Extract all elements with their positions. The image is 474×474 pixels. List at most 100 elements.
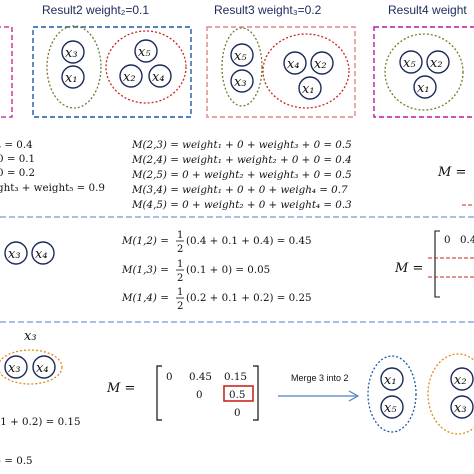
left-equation-4: ght₃ + weight₅ = 0.9 — [0, 182, 105, 194]
svg-text:0.5: 0.5 — [229, 389, 245, 401]
result4-box — [373, 26, 474, 118]
merge-label: Merge 3 into 2 — [291, 373, 349, 383]
left-equation-3: 0 = 0.2 — [0, 167, 35, 179]
svg-text:x₄: x₄ — [35, 247, 48, 262]
svg-text:1: 1 — [177, 259, 183, 270]
svg-text:x₄: x₄ — [36, 361, 49, 376]
right-matrix-label-top: M = — [437, 165, 466, 180]
merged-cluster-x3-x4 — [0, 349, 63, 385]
svg-text:x₄: x₄ — [287, 57, 300, 72]
pairwise-equation-m23: M(2,3) = weight₁ + 0 + weight₃ + 0 = 0.5 — [131, 139, 352, 151]
node-x4: x₄ — [283, 51, 307, 75]
left-equation-2: 0 = 0.1 — [0, 153, 35, 165]
node-x2: x₂ — [119, 64, 143, 88]
result2-cluster-right — [105, 30, 187, 104]
node-x3: x₃ — [230, 69, 254, 93]
left-equation-1: ₄ = 0.4 — [0, 139, 33, 151]
result3-box — [206, 26, 356, 118]
svg-text:x₅: x₅ — [234, 49, 247, 64]
svg-text:0: 0 — [196, 389, 203, 401]
svg-text:x₃: x₃ — [454, 401, 467, 416]
svg-text:0: 0 — [166, 371, 173, 383]
node-x1: x₁ — [298, 76, 322, 100]
svg-text:x₁: x₁ — [65, 71, 78, 86]
svg-text:x₂: x₂ — [430, 56, 443, 71]
svg-text:x₁: x₁ — [417, 81, 430, 96]
svg-text:x₅: x₅ — [403, 56, 416, 71]
result3-cluster-right — [262, 33, 350, 109]
pairwise-equation-m24: M(2,4) = weight₁ + weight₂ + 0 + 0 = 0.4 — [131, 154, 352, 166]
svg-text:1: 1 — [177, 287, 183, 298]
result2-cluster-left — [46, 25, 102, 109]
svg-text:2: 2 — [177, 301, 183, 312]
right-partial-matrix: M = 0 0.4 — [394, 230, 474, 298]
node-x3: x₃ — [4, 241, 28, 265]
result4-cluster — [384, 33, 464, 111]
result1-box-partial — [0, 26, 13, 118]
result3-cluster-left — [221, 27, 263, 107]
result2-box — [32, 26, 192, 118]
merged-node-label-x3: x₃ — [24, 329, 37, 344]
svg-text:x₃: x₃ — [8, 247, 21, 262]
result4-header: Result4 weight — [388, 3, 467, 17]
pairwise-equation-m45: M(4,5) = 0 + weight₂ + 0 + weight₄ = 0.3 — [131, 199, 352, 211]
svg-text:2: 2 — [177, 273, 183, 284]
svg-text:x₃: x₃ — [65, 46, 78, 61]
svg-text:x₁: x₁ — [384, 373, 397, 388]
node-x3: x₃ — [4, 355, 28, 379]
svg-text:M(1,4) =: M(1,4) = — [121, 292, 169, 304]
svg-text:1: 1 — [177, 230, 183, 241]
svg-text:M(1,2) =: M(1,2) = — [121, 235, 169, 247]
svg-text:(0.1 + 0) = 0.05: (0.1 + 0) = 0.05 — [186, 264, 270, 276]
node-x3: x₃ — [61, 40, 85, 64]
node-x1: x₁ — [61, 65, 85, 89]
svg-text:0.4: 0.4 — [460, 234, 474, 246]
svg-text:0.15: 0.15 — [224, 371, 247, 383]
node-x4: x₄ — [32, 355, 56, 379]
node-x3: x₃ — [450, 395, 474, 419]
svg-text:M(1,3) =: M(1,3) = — [121, 264, 169, 276]
equation-m13: M(1,3) = 1 2 (0.1 + 0) = 0.05 — [121, 259, 270, 284]
bottom-left-equation-1: .1 + 0.2) = 0.15 — [0, 416, 81, 428]
result2-header: Result2 weight₂=0.1 — [42, 3, 149, 17]
node-x5: x₅ — [399, 50, 423, 74]
node-x5: x₅ — [134, 39, 158, 63]
bottom-similarity-matrix: M = 0 0.45 0.15 0 0.5 0 — [106, 365, 259, 421]
svg-text:0.45: 0.45 — [189, 371, 212, 383]
result3-header: Result3 weight₃=0.2 — [214, 3, 322, 17]
svg-text:2: 2 — [177, 244, 183, 255]
svg-text:x₂: x₂ — [454, 373, 467, 388]
merge-arrow-head — [348, 390, 360, 402]
svg-text:0: 0 — [234, 407, 241, 419]
node-x5: x₅ — [380, 395, 404, 419]
svg-text:x₂: x₂ — [123, 70, 136, 85]
max-similarity-highlight — [223, 385, 254, 402]
svg-text:M =: M = — [106, 381, 135, 396]
svg-text:M =: M = — [394, 261, 423, 276]
node-x4: x₄ — [148, 64, 172, 88]
node-x5: x₅ — [230, 43, 254, 67]
pairwise-equation-m34: M(3,4) = weight₁ + 0 + 0 + weigh₄ = 0.7 — [131, 184, 348, 196]
node-x4: x₄ — [31, 241, 55, 265]
svg-text:x₁: x₁ — [302, 82, 315, 97]
merged-cluster-orange — [427, 353, 474, 435]
node-x2: x₂ — [310, 51, 334, 75]
equation-m12: M(1,2) = 1 2 (0.4 + 0.1 + 0.4) = 0.45 — [121, 230, 312, 255]
node-x2: x₂ — [450, 367, 474, 391]
merged-cluster-blue — [367, 355, 417, 433]
svg-text:(0.4 + 0.1 + 0.4) = 0.45: (0.4 + 0.1 + 0.4) = 0.45 — [186, 235, 312, 247]
node-x2: x₂ — [426, 50, 450, 74]
node-x1: x₁ — [413, 75, 437, 99]
pairwise-equation-m25: M(2,5) = 0 + weight₂ + weight₃ + 0 = 0.5 — [131, 169, 352, 181]
svg-text:x₅: x₅ — [138, 45, 151, 60]
svg-text:x₅: x₅ — [384, 401, 397, 416]
svg-text:x₃: x₃ — [8, 361, 21, 376]
svg-text:x₃: x₃ — [234, 75, 247, 90]
svg-text:0: 0 — [444, 234, 451, 246]
svg-text:x₄: x₄ — [152, 70, 165, 85]
svg-text:x₂: x₂ — [314, 57, 327, 72]
svg-text:(0.2 + 0.1 + 0.2) = 0.25: (0.2 + 0.1 + 0.2) = 0.25 — [186, 292, 312, 304]
equation-m14: M(1,4) = 1 2 (0.2 + 0.1 + 0.2) = 0.25 — [121, 287, 312, 312]
node-x1: x₁ — [380, 367, 404, 391]
